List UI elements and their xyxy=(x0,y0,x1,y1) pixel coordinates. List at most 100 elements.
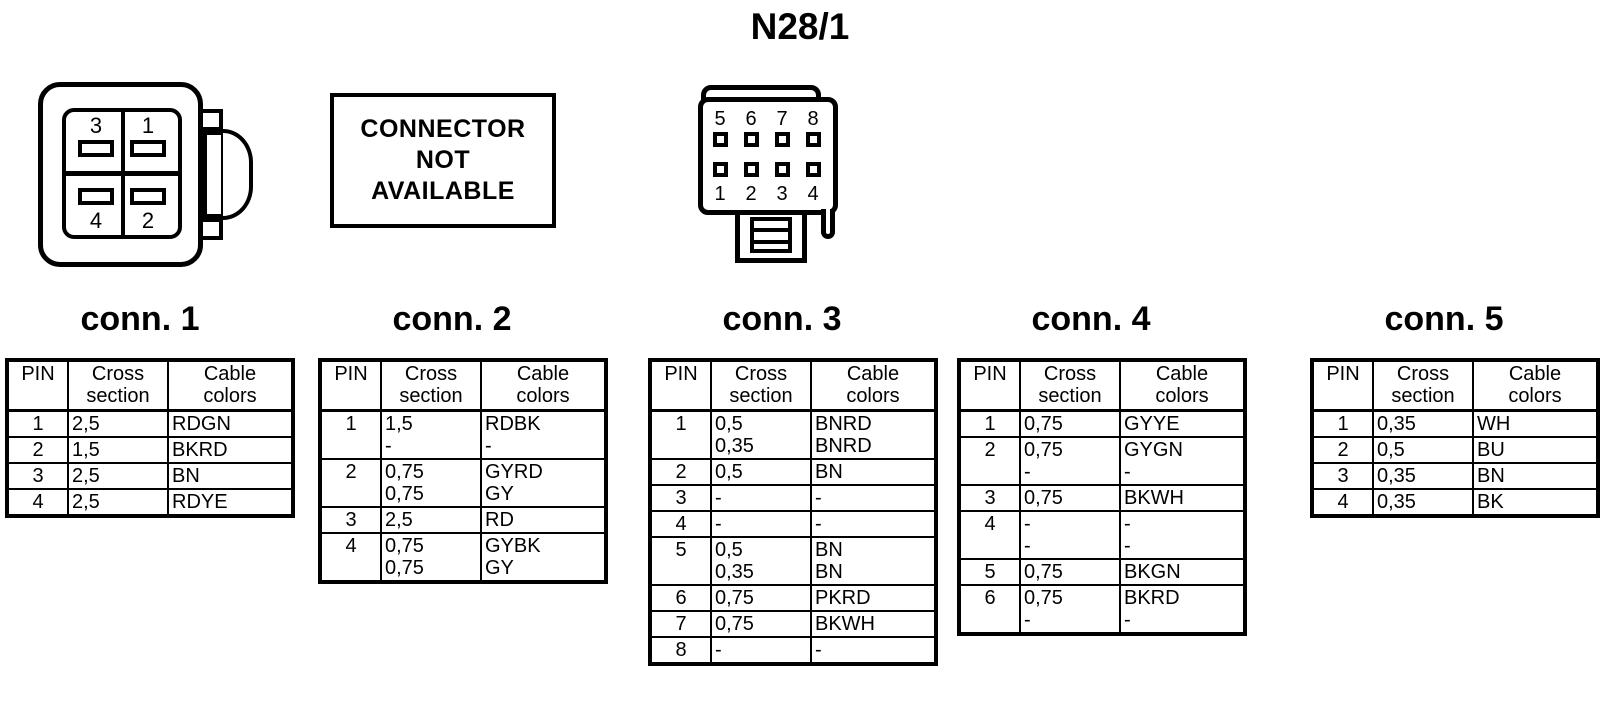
connector-3-stem-divider-2 xyxy=(752,240,790,244)
cross-section-value: - xyxy=(1024,461,1031,483)
cross-section-value: 0,75 xyxy=(1024,487,1063,509)
cell-pin: 2 xyxy=(6,436,69,464)
column-header-pin: PIN xyxy=(319,359,382,412)
connector-3-pin-slot-2 xyxy=(744,162,759,177)
cell-cable-colors: -- xyxy=(1119,510,1246,560)
connector-1-pin-slot-4 xyxy=(78,188,114,205)
cell-cross-section: 0,5 xyxy=(1372,436,1474,464)
cell-pin: 3 xyxy=(319,506,382,534)
connector-1-pin-label-4: 4 xyxy=(89,208,103,233)
cell-cable-colors: BN xyxy=(167,462,294,490)
connector-1-latch-body xyxy=(203,131,225,218)
cell-cable-colors: PKRD xyxy=(810,584,937,612)
cross-section-value: 0,75 xyxy=(385,483,424,505)
cross-section-value: - xyxy=(715,513,722,535)
cross-section-value: - xyxy=(1024,513,1031,535)
cell-cross-section: 2,5 xyxy=(380,506,482,534)
conn-heading-1: conn. 1 xyxy=(80,300,200,338)
cable-color-value: - xyxy=(1124,535,1131,557)
connector-3-housing xyxy=(698,97,838,215)
page-title: N28/1 xyxy=(750,6,850,47)
connector-1-pin-slot-2 xyxy=(130,188,166,205)
cell-pin: 2 xyxy=(649,458,712,486)
connector-not-available-line-1: CONNECTOR xyxy=(360,115,526,143)
connector-3-pin-label-7: 7 xyxy=(776,108,788,130)
cell-cable-colors: BKWH xyxy=(810,610,937,638)
cross-section-value: 0,5 xyxy=(715,413,743,435)
cell-cross-section: 0,5 xyxy=(710,458,812,486)
cable-color-value: - xyxy=(815,513,822,535)
cable-color-value: RDGN xyxy=(172,413,231,435)
cell-pin: 6 xyxy=(649,584,712,612)
cell-cross-section: 0,35 xyxy=(1372,488,1474,517)
cross-section-value: 0,35 xyxy=(715,561,754,583)
cross-section-value: 1,5 xyxy=(72,439,100,461)
cell-pin: 1 xyxy=(6,409,69,438)
conn-heading-2: conn. 2 xyxy=(392,300,512,338)
cell-cross-section: 0,75- xyxy=(1019,584,1121,635)
cable-color-value: BN xyxy=(172,465,200,487)
cell-cable-colors: BKRD xyxy=(167,436,294,464)
cell-cable-colors: - xyxy=(810,510,937,538)
cross-section-value: - xyxy=(1024,535,1031,557)
cell-cable-colors: RDBK- xyxy=(480,409,607,460)
cell-cross-section: 0,75 xyxy=(1019,409,1121,438)
cell-cross-section: 0,75 xyxy=(1019,484,1121,512)
cross-section-value: 0,75 xyxy=(1024,587,1063,609)
cross-section-value: 2,5 xyxy=(72,491,100,513)
cross-section-value: 0,35 xyxy=(1377,491,1416,513)
cell-pin: 4 xyxy=(958,510,1021,560)
cell-cross-section: 1,5 xyxy=(67,436,169,464)
cell-pin: 6 xyxy=(958,584,1021,635)
cross-section-value: 0,75 xyxy=(715,613,754,635)
connector-1-tab-bottom-icon xyxy=(203,218,223,240)
cable-color-value: - xyxy=(815,639,822,661)
cable-color-value: GY xyxy=(485,483,514,505)
cable-color-value: BN xyxy=(815,561,843,583)
cell-pin: 4 xyxy=(1311,488,1374,517)
cell-cross-section: 1,5- xyxy=(380,409,482,460)
cable-color-value: GY xyxy=(485,557,514,579)
cell-pin: 1 xyxy=(958,409,1021,438)
cable-color-value: - xyxy=(1124,461,1131,483)
cell-cross-section: 2,5 xyxy=(67,488,169,517)
table-row: 3-- xyxy=(649,484,937,512)
cell-cross-section: 0,35 xyxy=(1372,409,1474,438)
connector-1-pin-label-2: 2 xyxy=(141,208,155,233)
connector-1-pin-slot-1 xyxy=(130,140,166,157)
connector-not-available-box: CONNECTOR NOT AVAILABLE xyxy=(330,93,556,228)
cell-cross-section: 0,75 xyxy=(710,584,812,612)
cell-cable-colors: - xyxy=(810,484,937,512)
cell-cross-section: 2,5 xyxy=(67,462,169,490)
cell-cable-colors: BKGN xyxy=(1119,558,1246,586)
